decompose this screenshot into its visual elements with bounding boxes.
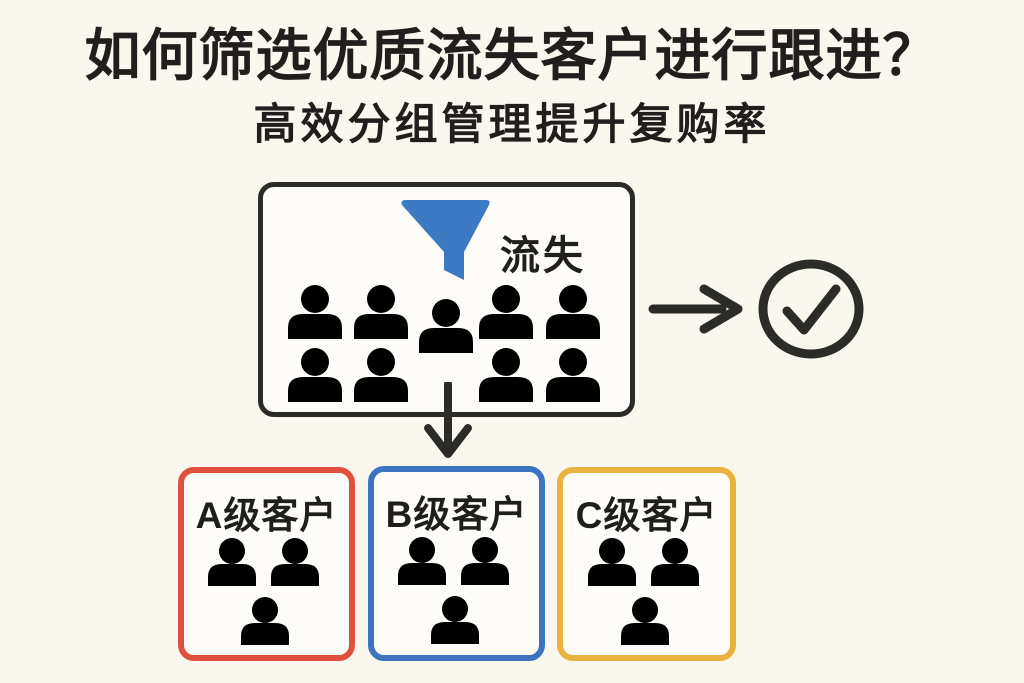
group-box-a: A级客户: [178, 467, 355, 661]
churn-label: 流失: [500, 234, 586, 278]
person-icon: [621, 597, 669, 645]
person-icon: [479, 348, 533, 402]
person-icon: [271, 538, 319, 586]
person-icon: [651, 538, 699, 586]
churn-filter-panel: 流失: [258, 182, 635, 417]
person-icon: [546, 348, 600, 402]
person-icon: [354, 285, 408, 339]
person-icon: [419, 299, 473, 353]
group-label: A级客户: [195, 495, 338, 536]
group-label: B级客户: [385, 494, 528, 535]
person-icon: [288, 348, 342, 402]
subtitle: 高效分组管理提升复购率: [253, 101, 771, 149]
group-label: C级客户: [575, 495, 718, 536]
checkmark-circle-icon: [758, 259, 864, 359]
person-icon: [398, 537, 446, 585]
person-icon: [241, 597, 289, 645]
person-icon: [588, 538, 636, 586]
group-box-c: C级客户: [557, 467, 736, 661]
person-icon: [288, 285, 342, 339]
person-icon: [208, 538, 256, 586]
right-arrow-icon: [648, 284, 743, 334]
person-icon: [431, 596, 479, 644]
person-icon: [546, 285, 600, 339]
person-icon: [354, 348, 408, 402]
person-icon: [461, 537, 509, 585]
down-arrow-icon: [424, 382, 472, 458]
group-box-b: B级客户: [368, 466, 545, 661]
main-title: 如何筛选优质流失客户进行跟进？: [84, 24, 940, 87]
person-icon: [479, 285, 533, 339]
funnel-icon: [401, 200, 490, 280]
